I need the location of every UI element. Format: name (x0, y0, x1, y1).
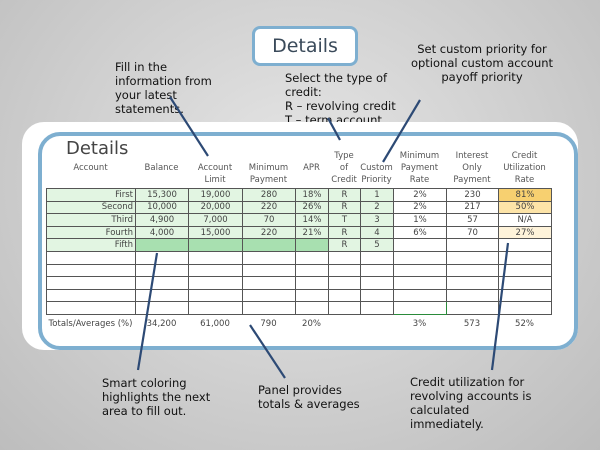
note-type-line: Select the type of credit: (285, 71, 388, 99)
table-cell[interactable]: R (328, 225, 361, 240)
note-priority: Set custom priority for optional custom … (410, 42, 554, 84)
table-cell[interactable]: 19,000 (188, 188, 243, 202)
table-cell[interactable]: 280 (242, 188, 296, 202)
column-header-line: Payment (400, 163, 439, 173)
column-header-line: Credit (331, 175, 357, 185)
column-header-line: Account (197, 163, 233, 173)
total-apr: 20% (302, 319, 321, 329)
table-row (46, 288, 552, 303)
note-type-line: R – revolving credit (285, 99, 396, 113)
table-cell[interactable] (135, 238, 189, 252)
column-header-line: Balance (144, 163, 179, 173)
column-header-line: Type (334, 151, 354, 161)
callout-line (490, 242, 510, 371)
column-header-line: Limit (204, 175, 226, 185)
column-header-line: Rate (409, 175, 430, 185)
table-cell[interactable]: 220 (242, 200, 296, 215)
column-header-line: Rate (514, 175, 535, 185)
column-header-line: Account (73, 163, 108, 173)
table-cell[interactable]: 15,000 (188, 225, 243, 240)
callout-line (327, 117, 341, 141)
callout-line (382, 99, 421, 163)
column-header-line: Payment (249, 175, 288, 185)
column-header: Balance (135, 162, 188, 174)
note-credit-utilization: Credit utilization for revolving account… (410, 375, 532, 431)
table-cell[interactable]: R (328, 200, 361, 215)
table-cell[interactable]: 81% (498, 188, 552, 202)
table-cell[interactable] (295, 238, 329, 252)
column-header-line: APR (303, 163, 320, 173)
details-title-box: Details (252, 26, 358, 66)
table-cell[interactable]: 21% (295, 225, 329, 240)
total-interest: 573 (463, 319, 481, 329)
table-cell[interactable]: Third (46, 213, 136, 227)
column-header-line: Priority (361, 175, 392, 185)
table-cell[interactable]: R (328, 238, 361, 252)
column-header-line: Utilization (503, 163, 546, 173)
column-header-line: of (339, 163, 349, 173)
callout-line (136, 252, 159, 371)
total-limit: 61,000 (200, 319, 230, 329)
panel-title: Details (66, 138, 129, 159)
table-cell[interactable]: 1 (360, 188, 394, 202)
note-fill: Fill in the information from your latest… (115, 60, 212, 116)
table-row (46, 301, 552, 315)
table-cell[interactable]: 50% (498, 200, 552, 215)
total-util: 52% (515, 319, 534, 329)
column-header-line: Interest (455, 151, 489, 161)
table-cell[interactable]: 220 (242, 225, 296, 240)
total-balance: 34,200 (146, 319, 177, 329)
table-cell[interactable]: First (46, 188, 136, 202)
column-header: APR (295, 162, 328, 174)
table-cell[interactable]: 10,000 (135, 200, 189, 215)
total-payment: 790 (260, 319, 277, 329)
column-header-line: Credit (511, 151, 538, 161)
column-header-line: Minimum (248, 163, 289, 173)
callout-line (169, 96, 209, 157)
column-header-line: Only (462, 163, 482, 173)
total-label: Totals/Averages (%) (48, 319, 133, 329)
details-panel-border (38, 132, 578, 350)
callout-line (249, 324, 286, 379)
column-header-line: Payment (453, 175, 491, 185)
column-header-line: Minimum (399, 151, 440, 161)
column-header-line: Custom (360, 163, 393, 173)
column-header: Account (46, 162, 135, 174)
table-cell[interactable]: 4 (360, 225, 394, 240)
note-smart-coloring: Smart coloring highlights the next area … (102, 376, 211, 418)
note-panel-totals: Panel provides totals & averages (258, 383, 360, 411)
table-cell[interactable]: 20,000 (188, 200, 243, 215)
table-cell[interactable]: 2 (360, 200, 394, 215)
total-rate: 3% (412, 319, 427, 329)
